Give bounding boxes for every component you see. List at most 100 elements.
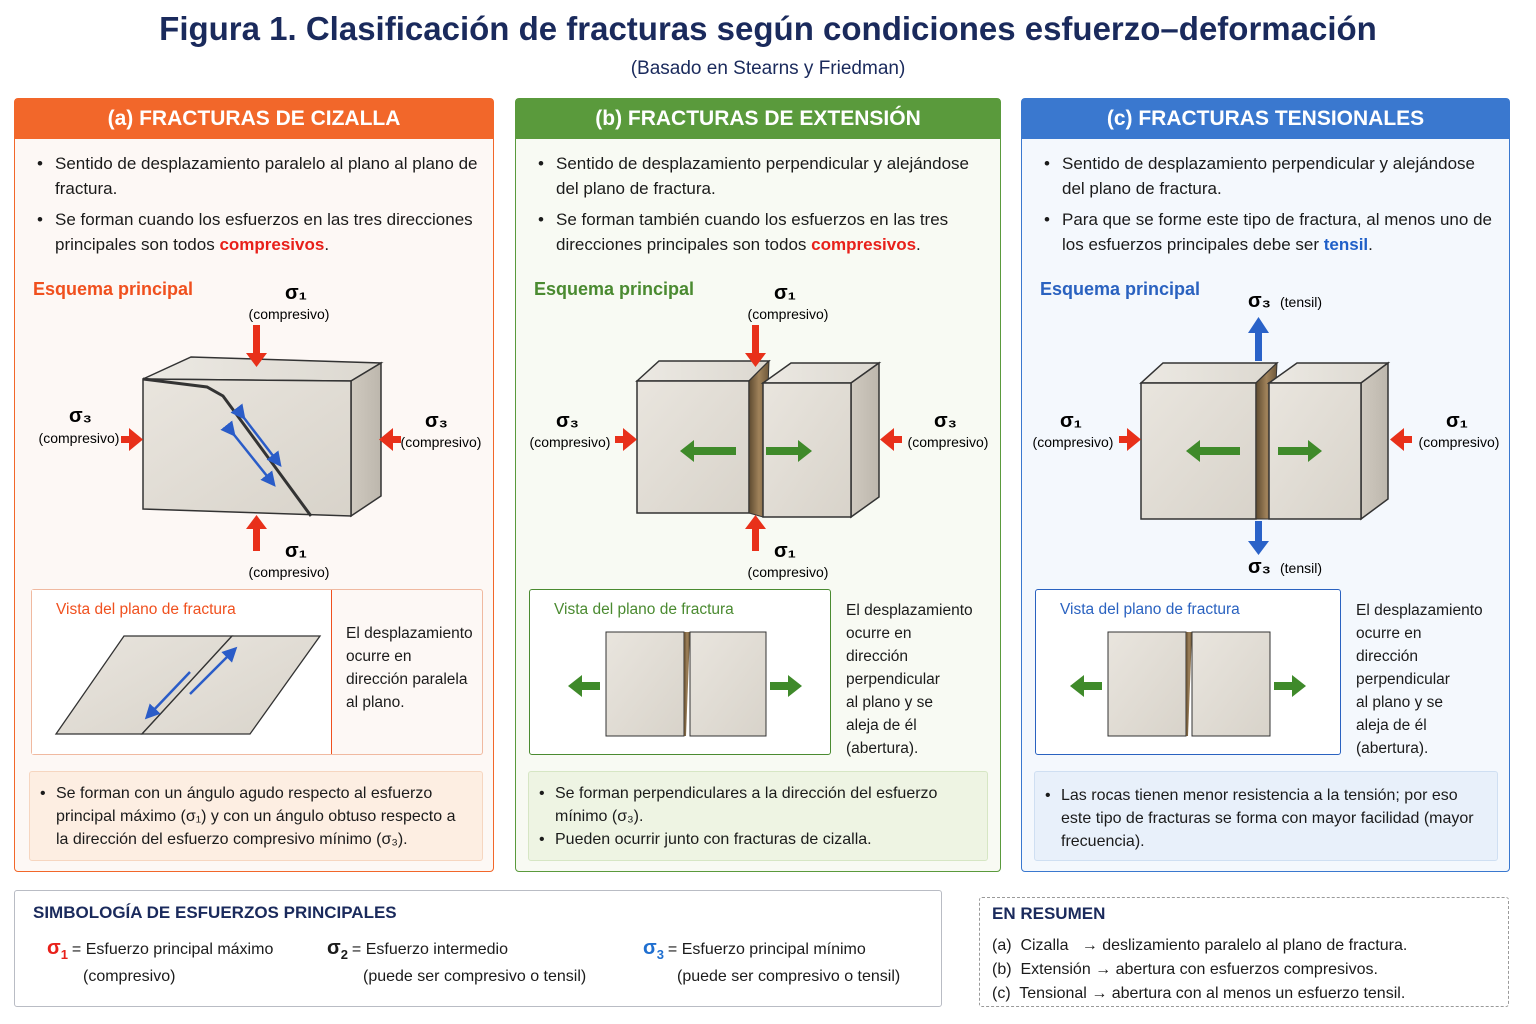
legend-title: SIMBOLOGÍA DE ESFUERZOS PRINCIPALES bbox=[33, 903, 397, 922]
desc-line: ocurre en bbox=[846, 625, 912, 642]
stress-type-label: (tensil) bbox=[1280, 294, 1322, 310]
arrow-up-icon bbox=[246, 515, 267, 551]
view-title: Vista del plano de fractura bbox=[1060, 601, 1240, 618]
bullet: Se forman cuando los esfuerzos en las tr… bbox=[37, 207, 481, 257]
stress-arrows bbox=[1119, 428, 1412, 451]
desc-line: ocurre en bbox=[1356, 625, 1422, 642]
bullet-text: Se forman también cuando los esfuerzos e… bbox=[556, 210, 949, 254]
arrow-right-icon bbox=[770, 675, 802, 697]
arrow-left-icon bbox=[1186, 440, 1240, 462]
desc-line: El desplazamiento bbox=[1356, 602, 1483, 619]
bullet: Para que se forme este tipo de fractura,… bbox=[1044, 207, 1497, 257]
desc-line: (abertura). bbox=[1356, 740, 1429, 757]
summary-key: (a) Cizalla bbox=[992, 937, 1082, 954]
bullet: Sentido de desplazamiento perpendicular … bbox=[538, 151, 988, 201]
sigma-label: σ₁ bbox=[1446, 410, 1468, 432]
desc-line: al plano y se bbox=[846, 694, 934, 711]
desc-line: dirección bbox=[1356, 648, 1419, 665]
legend-text: (puede ser compresivo o tensil) bbox=[363, 968, 587, 985]
tensile-arrows bbox=[1248, 317, 1269, 555]
stress-type-label: (compresivo) bbox=[1419, 434, 1500, 450]
stress-type-label: (compresivo) bbox=[401, 434, 482, 450]
sigma-label: σ₃ bbox=[1248, 290, 1271, 312]
sigma-label: σ₃ bbox=[425, 410, 448, 432]
sigma-label: σ₁ bbox=[285, 540, 307, 562]
tensile-block-diagram: σ₃ (tensil) σ₃ (tensil) σ₁ (compresivo) … bbox=[1033, 290, 1500, 578]
desc-line: dirección paralela bbox=[346, 671, 468, 688]
legend-text: (puede ser compresivo o tensil) bbox=[677, 968, 901, 985]
sigma3-symbol: σ3 bbox=[643, 937, 664, 962]
summary-key: (c) Tensional bbox=[992, 985, 1092, 1002]
desc-line: El desplazamiento bbox=[346, 625, 473, 642]
view-description: El desplazamiento ocurre en dirección perpe… bbox=[1356, 599, 1483, 760]
stress-type-label: (compresivo) bbox=[249, 564, 330, 580]
sigma-subscript: 2 bbox=[340, 947, 348, 962]
arrow-up-icon bbox=[745, 515, 766, 551]
summary-value: → deslizamiento paralelo al plano de fra… bbox=[1081, 937, 1408, 954]
legend-item-sigma3: σ3= Esfuerzo principal mínimo (puede ser… bbox=[643, 937, 900, 988]
legend-item-sigma2: σ2= Esfuerzo intermedio (puede ser compr… bbox=[327, 937, 586, 988]
view-title: Vista del plano de fractura bbox=[56, 601, 236, 618]
legend-text: (compresivo) bbox=[83, 968, 176, 985]
note-box: Se forman perpendiculares a la dirección… bbox=[528, 771, 988, 861]
fracture-plane-view: Vista del plano de fractura bbox=[529, 589, 831, 755]
summary-key: (b) Extensión bbox=[992, 961, 1096, 978]
note-item: Las rocas tienen menor resistencia a la … bbox=[1045, 784, 1485, 853]
note-item: Pueden ocurrir junto con fracturas de ci… bbox=[539, 828, 975, 851]
stress-type-label: (tensil) bbox=[1280, 560, 1322, 576]
desc-line: El desplazamiento bbox=[846, 602, 973, 619]
arrow-right-icon bbox=[766, 440, 812, 462]
figure-subtitle: (Basado en Stearns y Friedman) bbox=[630, 58, 906, 79]
bullet: Sentido de desplazamiento perpendicular … bbox=[1044, 151, 1497, 201]
stress-arrows bbox=[615, 325, 902, 551]
summary-item: (c) Tensional → abertura con al menos un… bbox=[992, 982, 1407, 1006]
bullet-text: . bbox=[324, 235, 330, 254]
scheme-label: Esquema principal bbox=[1040, 279, 1201, 299]
note-box: Las rocas tienen menor resistencia a la … bbox=[1034, 771, 1498, 861]
sigma-symbol: σ bbox=[47, 937, 61, 959]
sigma-label: σ₃ bbox=[934, 410, 957, 432]
shear-block-diagram: σ₁ (compresivo) σ₁ (compresivo) σ₃ (comp… bbox=[39, 282, 482, 580]
bullet-text: Se forman cuando los esfuerzos en las tr… bbox=[55, 210, 473, 254]
summary-value: → abertura con esfuerzos compresivos. bbox=[1095, 961, 1378, 978]
summary-item: (b) Extensión → abertura con esfuerzos c… bbox=[992, 958, 1407, 982]
arrow-up-icon bbox=[1248, 317, 1269, 361]
stress-type-label: (compresivo) bbox=[908, 434, 989, 450]
opening-plane-drawing bbox=[568, 631, 802, 737]
stress-type-label: (compresivo) bbox=[748, 306, 829, 322]
arrow-right-icon bbox=[615, 428, 637, 451]
sigma-label: σ₁ bbox=[1060, 410, 1082, 432]
view-description: El desplazamiento ocurre en dirección para… bbox=[346, 622, 473, 714]
desc-line: dirección bbox=[846, 648, 909, 665]
desc-line: (abertura). bbox=[846, 740, 919, 757]
desc-line: ocurre en bbox=[346, 648, 412, 665]
panel-tensile-fractures: (c) FRACTURAS TENSIONALES Sentido de des… bbox=[1021, 98, 1510, 872]
highlight-text: tensil bbox=[1323, 235, 1369, 254]
scheme-label: Esquema principal bbox=[33, 279, 194, 299]
sigma-label: σ₃ bbox=[556, 410, 579, 432]
arrow-left-icon bbox=[568, 675, 600, 697]
note-item: Se forman con un ángulo agudo respecto a… bbox=[40, 782, 470, 851]
note-box: Se forman con un ángulo agudo respecto a… bbox=[29, 771, 483, 861]
desc-line: perpendicular bbox=[1356, 671, 1450, 688]
desc-line: al plano y se bbox=[1356, 694, 1444, 711]
sigma2-symbol: σ2 bbox=[327, 937, 348, 962]
panel-header: (a) FRACTURAS DE CIZALLA bbox=[15, 99, 493, 139]
bullet-list: Sentido de desplazamiento perpendicular … bbox=[1044, 151, 1497, 263]
highlight-text: compresivos bbox=[811, 235, 917, 254]
opening-arrows bbox=[1186, 440, 1322, 462]
bullet-list: Sentido de desplazamiento paralelo al pl… bbox=[37, 151, 481, 263]
arrow-right-icon bbox=[121, 428, 143, 451]
sigma-label: σ₃ bbox=[69, 405, 92, 427]
arrow-left-icon bbox=[880, 428, 902, 451]
sigma1-symbol: σ1 bbox=[47, 937, 68, 962]
opening-arrows bbox=[680, 440, 812, 462]
scheme-label: Esquema principal bbox=[534, 279, 695, 299]
bullet-text: Sentido de desplazamiento perpendicular … bbox=[1062, 154, 1476, 198]
bullet-text: Para que se forme este tipo de fractura,… bbox=[1062, 210, 1492, 254]
sigma-label: σ₁ bbox=[774, 282, 796, 304]
extension-block-diagram: σ₁ (compresivo) σ₁ (compresivo) σ₃ (comp… bbox=[530, 282, 989, 580]
arrow-right-icon bbox=[1119, 428, 1141, 451]
sigma-symbol: σ bbox=[327, 937, 341, 959]
sigma-symbol: σ bbox=[643, 937, 657, 959]
